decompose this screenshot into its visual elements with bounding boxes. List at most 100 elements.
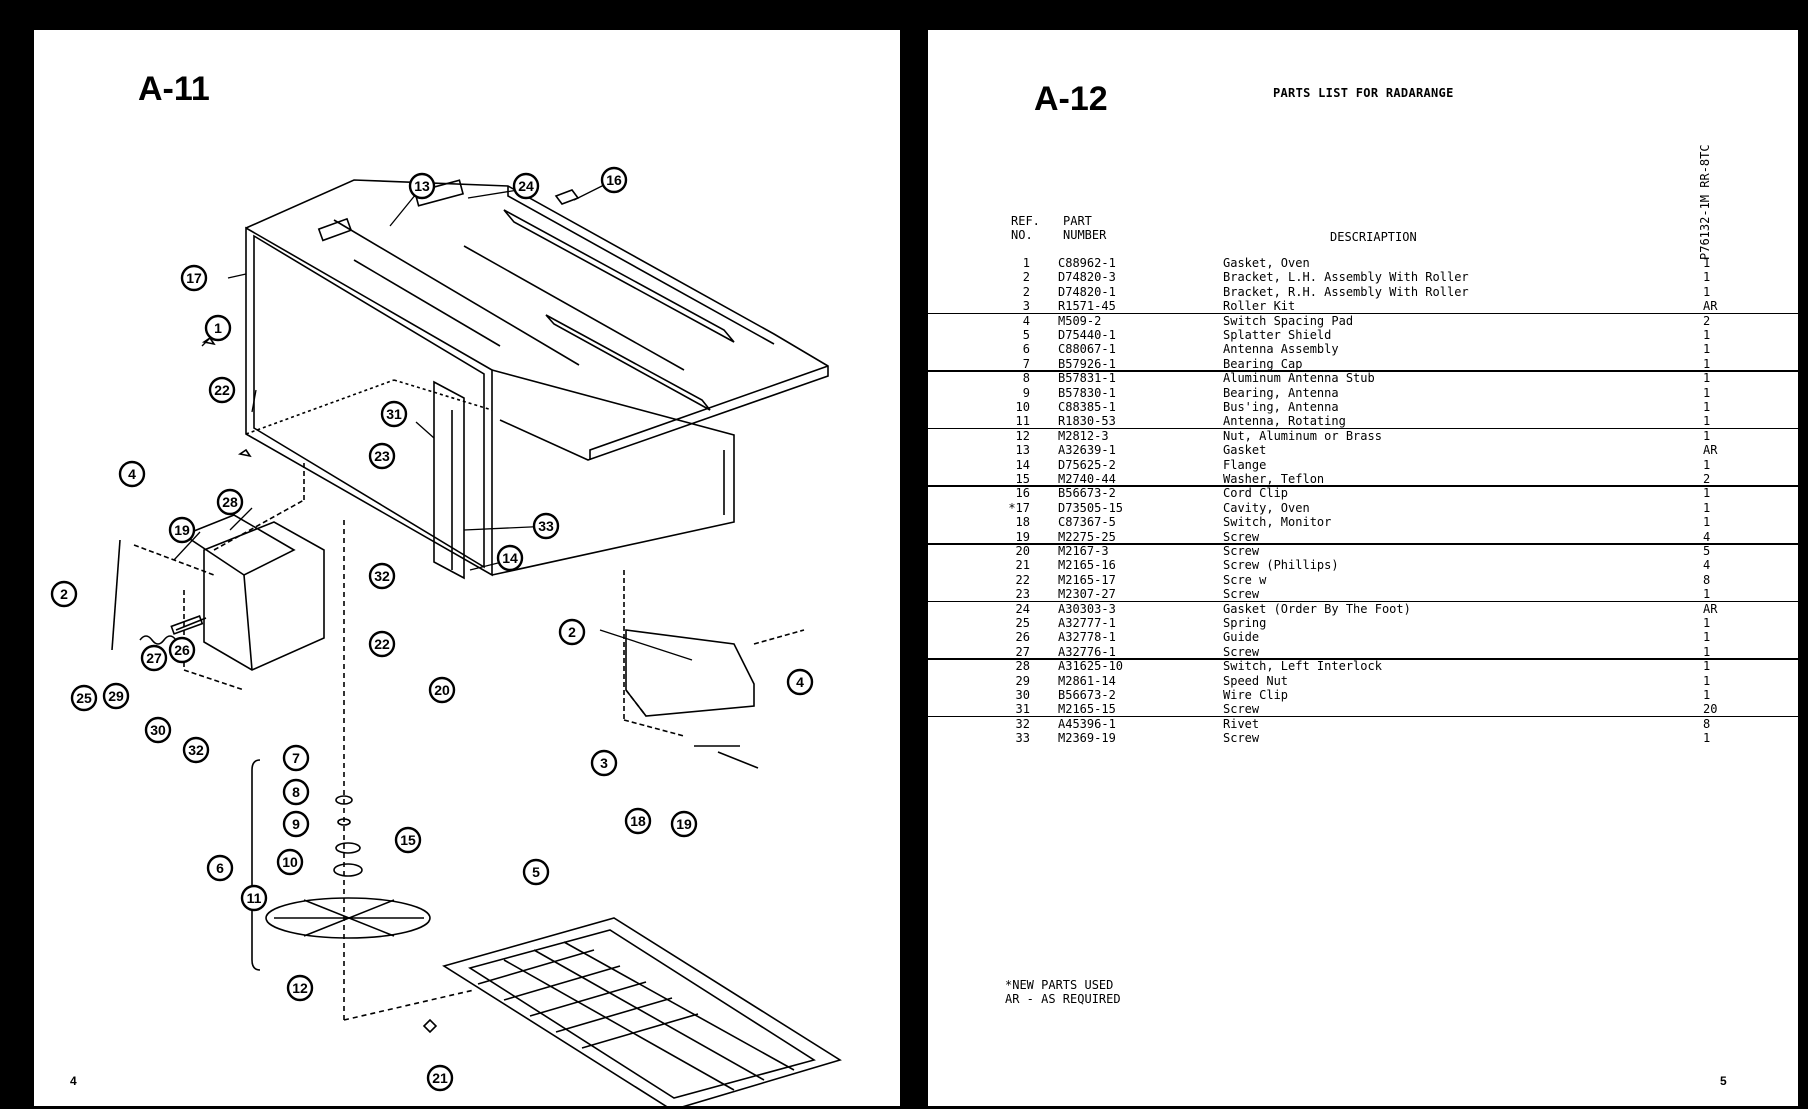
callout-circle (532, 512, 560, 540)
description-cell: Speed Nut (1223, 673, 1289, 688)
ref-cell: 26 (1015, 630, 1030, 645)
description-cell: Splatter Shield (1223, 328, 1332, 342)
callout-label: 23 (374, 448, 390, 464)
part-number-cell: B56673-2 (1058, 486, 1116, 501)
quantity-cell: 1 (1703, 630, 1711, 645)
callout-label: 8 (292, 784, 300, 800)
description-cell: Switch, Left Interlock (1223, 659, 1382, 674)
ref-cell: 18 (1015, 515, 1030, 530)
description-cell: Bracket, L.H. Assembly With Roller (1223, 270, 1469, 285)
callout-circle (276, 848, 304, 876)
ref-cell: 2 (1022, 284, 1030, 299)
callout-label: 19 (676, 816, 692, 832)
callout: 4 (118, 460, 146, 488)
ref-cell: 4 (1022, 313, 1030, 328)
ref-cell: 29 (1015, 673, 1030, 688)
quantity-cell: 1 (1703, 356, 1711, 371)
quantity-cell: AR (1703, 299, 1718, 314)
callout-label: 29 (108, 688, 124, 704)
cavity-front-inner (253, 234, 485, 569)
description-cell: Nut, Aluminum or Brass (1223, 428, 1382, 443)
callout-circle (624, 807, 652, 835)
callout-label: 7 (292, 750, 300, 766)
callout-label: 32 (188, 742, 204, 758)
callout: 3 (590, 749, 618, 777)
callout: 1 (204, 314, 232, 342)
callout-circle (428, 676, 456, 704)
ref-cell: 31 (1015, 702, 1030, 717)
part-number-cell: M2165-15 (1058, 702, 1116, 717)
description-cell: Bearing, Antenna (1223, 385, 1339, 400)
description-cell: Gasket, Oven (1223, 256, 1310, 270)
callout-circle (180, 264, 208, 292)
part-number-cell: C87367-5 (1058, 515, 1116, 530)
description-cell: Screw (1223, 587, 1260, 602)
ref-cell: 1 (1022, 256, 1030, 270)
ref-cell: 19 (1015, 529, 1030, 544)
callout-circle (368, 442, 396, 470)
right-page: A-12 PARTS LIST FOR RADARANGE P76132-1M … (928, 30, 1798, 1106)
callout-circle (282, 810, 310, 838)
callout: 2 (50, 580, 78, 608)
callout-label: 12 (292, 980, 308, 996)
callout-circle (286, 974, 314, 1002)
part-number-cell: C88385-1 (1058, 400, 1116, 414)
part-number-cell: M2861-14 (1058, 673, 1116, 688)
callout-circle (208, 376, 236, 404)
quantity-cell: 1 (1703, 284, 1711, 299)
callout-circle (282, 744, 310, 772)
quantity-cell: 1 (1703, 673, 1711, 688)
quantity-cell: 2 (1703, 472, 1711, 486)
callout: 26 (168, 636, 196, 664)
description-cell: Screw (1223, 529, 1260, 544)
ref-cell: 25 (1015, 616, 1030, 630)
page-number-right: 5 (1720, 1074, 1727, 1088)
header-ref: REF. NO. (1011, 214, 1040, 242)
part-number-cell: A31625-10 (1058, 659, 1124, 674)
callout-circle (70, 684, 98, 712)
description-cell: Screw (Phillips) (1223, 558, 1339, 573)
quantity-cell: 1 (1703, 500, 1711, 515)
quantity-cell: 1 (1703, 515, 1711, 530)
callout-circle (182, 736, 210, 764)
callout-label: 18 (630, 813, 646, 829)
description-cell: Aluminum Antenna Stub (1223, 371, 1375, 386)
description-cell: Screw (1223, 731, 1260, 746)
description-cell: Bearing Cap (1223, 356, 1303, 371)
callout: 2 (558, 618, 586, 646)
model-number: P76132-1M RR-8TC (1698, 144, 1712, 260)
description-cell: Rivet (1223, 716, 1260, 731)
callout-circle (240, 884, 268, 912)
callout-label: 22 (214, 382, 230, 398)
callout-circle (140, 644, 168, 672)
part-number-cell: D75625-2 (1058, 457, 1116, 472)
ref-cell: 15 (1015, 472, 1030, 486)
cavity-front-frame (245, 226, 493, 577)
part-number-cell: C88067-1 (1058, 342, 1116, 357)
quantity-cell: AR (1703, 601, 1718, 616)
callout-label: 3 (600, 755, 608, 771)
callout-circle (216, 488, 244, 516)
description-cell: Guide (1223, 630, 1260, 645)
callout-circle (144, 716, 172, 744)
ref-cell: 27 (1015, 644, 1030, 659)
exploded-diagram: 1324161712231233328419226272529303214322… (50, 166, 842, 1106)
part-number-cell: A30303-3 (1058, 601, 1116, 616)
callout-circle (50, 580, 78, 608)
callout-circle (168, 516, 196, 544)
quantity-cell: 1 (1703, 731, 1711, 746)
callout: 9 (282, 810, 310, 838)
callout: 13 (408, 172, 436, 200)
